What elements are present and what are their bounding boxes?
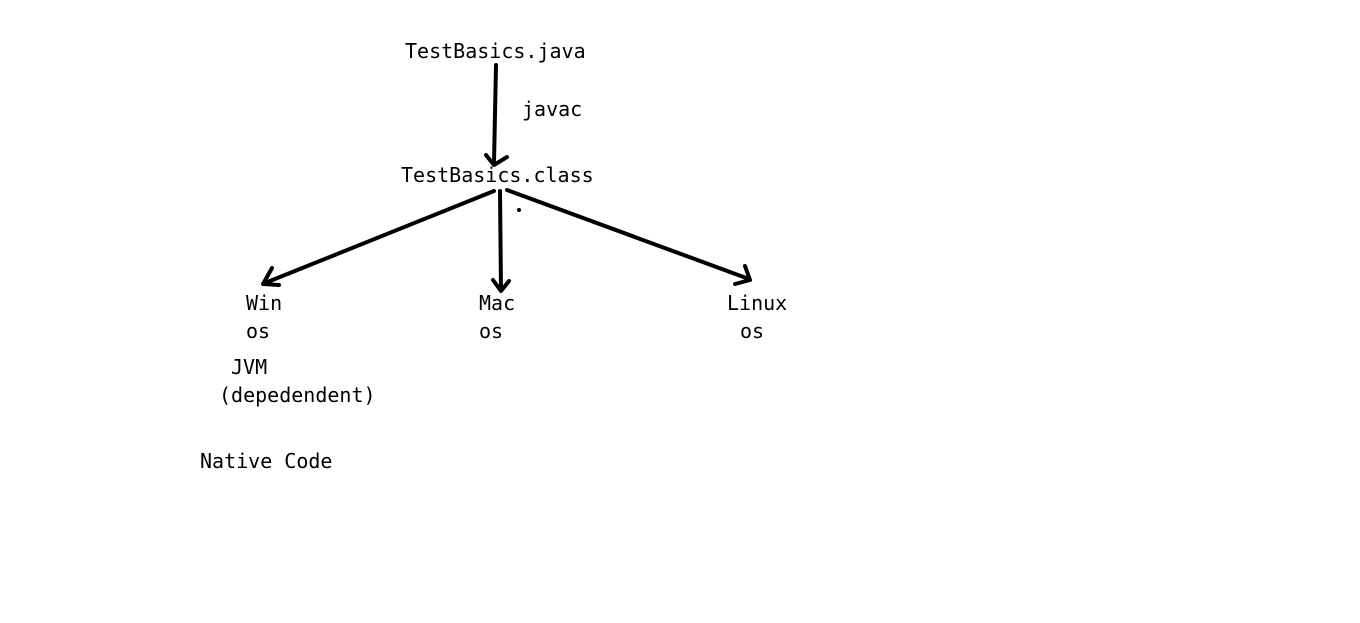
- target-linux-os: os: [740, 319, 765, 343]
- arrowhead-win: [261, 266, 281, 287]
- target-linux-name: Linux: [727, 291, 788, 315]
- compiler-label: javac: [522, 97, 583, 121]
- arrowhead-mac: [491, 278, 511, 293]
- arrow-to-linux: [505, 188, 751, 281]
- native-code-label: Native Code: [200, 449, 333, 473]
- arrow-to-mac: [498, 189, 503, 292]
- target-win-name: Win: [246, 291, 283, 315]
- target-mac-name: Mac: [479, 291, 516, 315]
- jvm-dependent-label: (depedendent): [219, 383, 376, 407]
- jvm-label: JVM: [231, 355, 268, 379]
- arrow-javac: [492, 63, 498, 165]
- arrowhead-javac: [484, 153, 509, 167]
- stray-dot: [517, 208, 521, 212]
- target-mac-os: os: [479, 319, 504, 343]
- class-file-label: TestBasics.class: [401, 163, 594, 187]
- target-win-os: os: [246, 319, 271, 343]
- arrow-to-win: [263, 189, 496, 285]
- arrowhead-linux: [733, 264, 752, 286]
- source-file-label: TestBasics.java: [405, 39, 586, 63]
